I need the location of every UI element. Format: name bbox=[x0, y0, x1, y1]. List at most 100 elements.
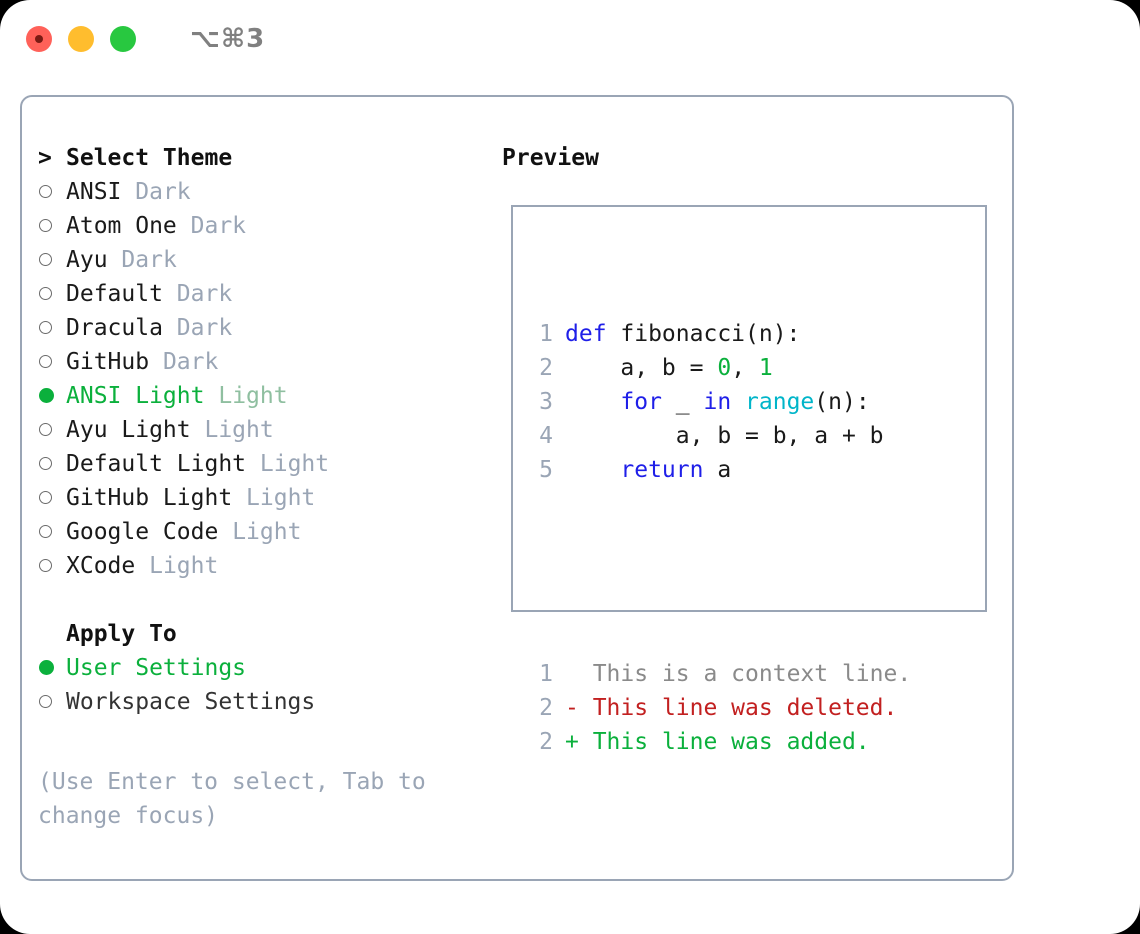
theme-option-ansi[interactable]: ANSI Dark bbox=[38, 175, 508, 209]
preview-title: Preview bbox=[502, 145, 599, 171]
radio-unselected-icon[interactable] bbox=[38, 447, 66, 481]
theme-option-category: Dark bbox=[121, 247, 177, 273]
code-token-kw: in bbox=[703, 389, 732, 415]
code-token-plain bbox=[565, 457, 620, 483]
theme-option-ayu-light[interactable]: Ayu Light Light bbox=[38, 413, 508, 447]
radio-selected-icon[interactable] bbox=[38, 379, 66, 413]
code-token-plain: a, b = b, a + b bbox=[565, 423, 884, 449]
radio-unselected-icon[interactable] bbox=[38, 311, 66, 345]
diff-line-marker bbox=[565, 657, 593, 691]
theme-option-atom-one[interactable]: Atom One Dark bbox=[38, 209, 508, 243]
theme-name-gap bbox=[204, 379, 218, 413]
theme-option-category: Light bbox=[218, 383, 288, 409]
apply-to-option-user-settings[interactable]: User Settings bbox=[38, 651, 508, 685]
radio-unselected-icon[interactable] bbox=[38, 243, 66, 277]
code-token-plain bbox=[731, 389, 745, 415]
code-token-kw: for bbox=[620, 389, 662, 415]
radio-selected-icon[interactable] bbox=[38, 651, 66, 685]
code-token-num: 1 bbox=[758, 355, 773, 381]
code-token-plain: , bbox=[731, 355, 759, 381]
theme-option-category: Light bbox=[149, 553, 219, 579]
code-line-text: a, b = 0, 1 bbox=[565, 351, 773, 385]
diff-line: 2+ This line was added. bbox=[527, 725, 911, 759]
code-token-plain: a, b = bbox=[565, 355, 718, 381]
window-controls bbox=[26, 26, 136, 52]
theme-option-name: Default Light bbox=[66, 451, 247, 477]
code-line: 2 a, b = 0, 1 bbox=[527, 351, 911, 385]
apply-to-heading-label: Apply To bbox=[66, 621, 177, 647]
theme-name-gap bbox=[232, 481, 246, 515]
code-line: 5 return a bbox=[527, 453, 911, 487]
theme-name-gap bbox=[191, 413, 205, 447]
theme-option-name: Ayu Light bbox=[66, 417, 191, 443]
theme-option-category: Dark bbox=[135, 179, 191, 205]
diff-line-text: This is a context line. bbox=[592, 661, 912, 687]
theme-option-category: Light bbox=[232, 519, 302, 545]
theme-option-name: Default bbox=[66, 281, 163, 307]
theme-option-name: GitHub bbox=[66, 349, 150, 375]
radio-unselected-icon[interactable] bbox=[38, 515, 66, 549]
theme-option-default-light[interactable]: Default Light Light bbox=[38, 447, 508, 481]
apply-to-heading: Apply To bbox=[38, 617, 508, 651]
theme-option-name: GitHub Light bbox=[66, 485, 233, 511]
minimize-button[interactable] bbox=[68, 26, 94, 52]
diff-line-number: 2 bbox=[539, 695, 553, 721]
diff-line: 1 This is a context line. bbox=[527, 657, 911, 691]
code-token-plain bbox=[565, 389, 620, 415]
theme-option-name: ANSI Light bbox=[66, 383, 205, 409]
theme-name-gap bbox=[218, 515, 232, 549]
diff-line-marker: + bbox=[565, 729, 593, 755]
radio-unselected-icon[interactable] bbox=[38, 277, 66, 311]
theme-option-default[interactable]: Default Dark bbox=[38, 277, 508, 311]
apply-to-option-workspace-settings[interactable]: Workspace Settings bbox=[38, 685, 508, 719]
code-line-number: 5 bbox=[539, 457, 553, 483]
radio-unselected-icon[interactable] bbox=[38, 345, 66, 379]
theme-name-gap bbox=[177, 209, 191, 243]
title-bar: ⌥⌘3 bbox=[0, 0, 1140, 78]
keyboard-hint-text: (Use Enter to select, Tab to change focu… bbox=[38, 769, 440, 829]
code-token-plain: (n): bbox=[814, 389, 870, 415]
code-token-plain: a bbox=[703, 457, 732, 483]
theme-option-ayu[interactable]: Ayu Dark bbox=[38, 243, 508, 277]
theme-name-gap bbox=[163, 311, 177, 345]
radio-unselected-icon[interactable] bbox=[38, 413, 66, 447]
theme-option-github-light[interactable]: GitHub Light Light bbox=[38, 481, 508, 515]
keyboard-shortcut-label: ⌥⌘3 bbox=[190, 24, 266, 54]
list-spacer bbox=[38, 583, 508, 617]
theme-option-category: Light bbox=[204, 417, 274, 443]
theme-option-google-code[interactable]: Google Code Light bbox=[38, 515, 508, 549]
diff-line-text: This line was added. bbox=[592, 729, 870, 755]
radio-unselected-icon[interactable] bbox=[38, 685, 66, 719]
close-button[interactable] bbox=[26, 26, 52, 52]
theme-option-name: Ayu bbox=[66, 247, 108, 273]
zoom-button[interactable] bbox=[110, 26, 136, 52]
code-diff-spacer bbox=[527, 555, 911, 589]
theme-name-gap bbox=[108, 243, 122, 277]
theme-option-dracula[interactable]: Dracula Dark bbox=[38, 311, 508, 345]
theme-option-category: Dark bbox=[190, 213, 247, 239]
code-line-text: def fibonacci(n): bbox=[565, 317, 800, 351]
theme-option-github[interactable]: GitHub Dark bbox=[38, 345, 508, 379]
code-line-number: 2 bbox=[539, 355, 553, 381]
theme-option-category: Light bbox=[259, 451, 330, 477]
theme-option-xcode[interactable]: XCode Light bbox=[38, 549, 508, 583]
radio-unselected-icon[interactable] bbox=[38, 209, 66, 243]
theme-name-gap bbox=[246, 447, 260, 481]
code-line-text: a, b = b, a + b bbox=[565, 419, 884, 453]
radio-unselected-icon[interactable] bbox=[38, 175, 66, 209]
theme-option-ansi-light[interactable]: ANSI Light Light bbox=[38, 379, 508, 413]
caret-icon: > bbox=[38, 145, 52, 171]
theme-option-category: Dark bbox=[162, 349, 219, 375]
radio-unselected-icon[interactable] bbox=[38, 481, 66, 515]
diff-line-text: This line was deleted. bbox=[592, 695, 898, 721]
radio-unselected-icon[interactable] bbox=[38, 549, 66, 583]
code-line-number: 4 bbox=[539, 423, 553, 449]
theme-option-name: Atom One bbox=[66, 213, 177, 239]
